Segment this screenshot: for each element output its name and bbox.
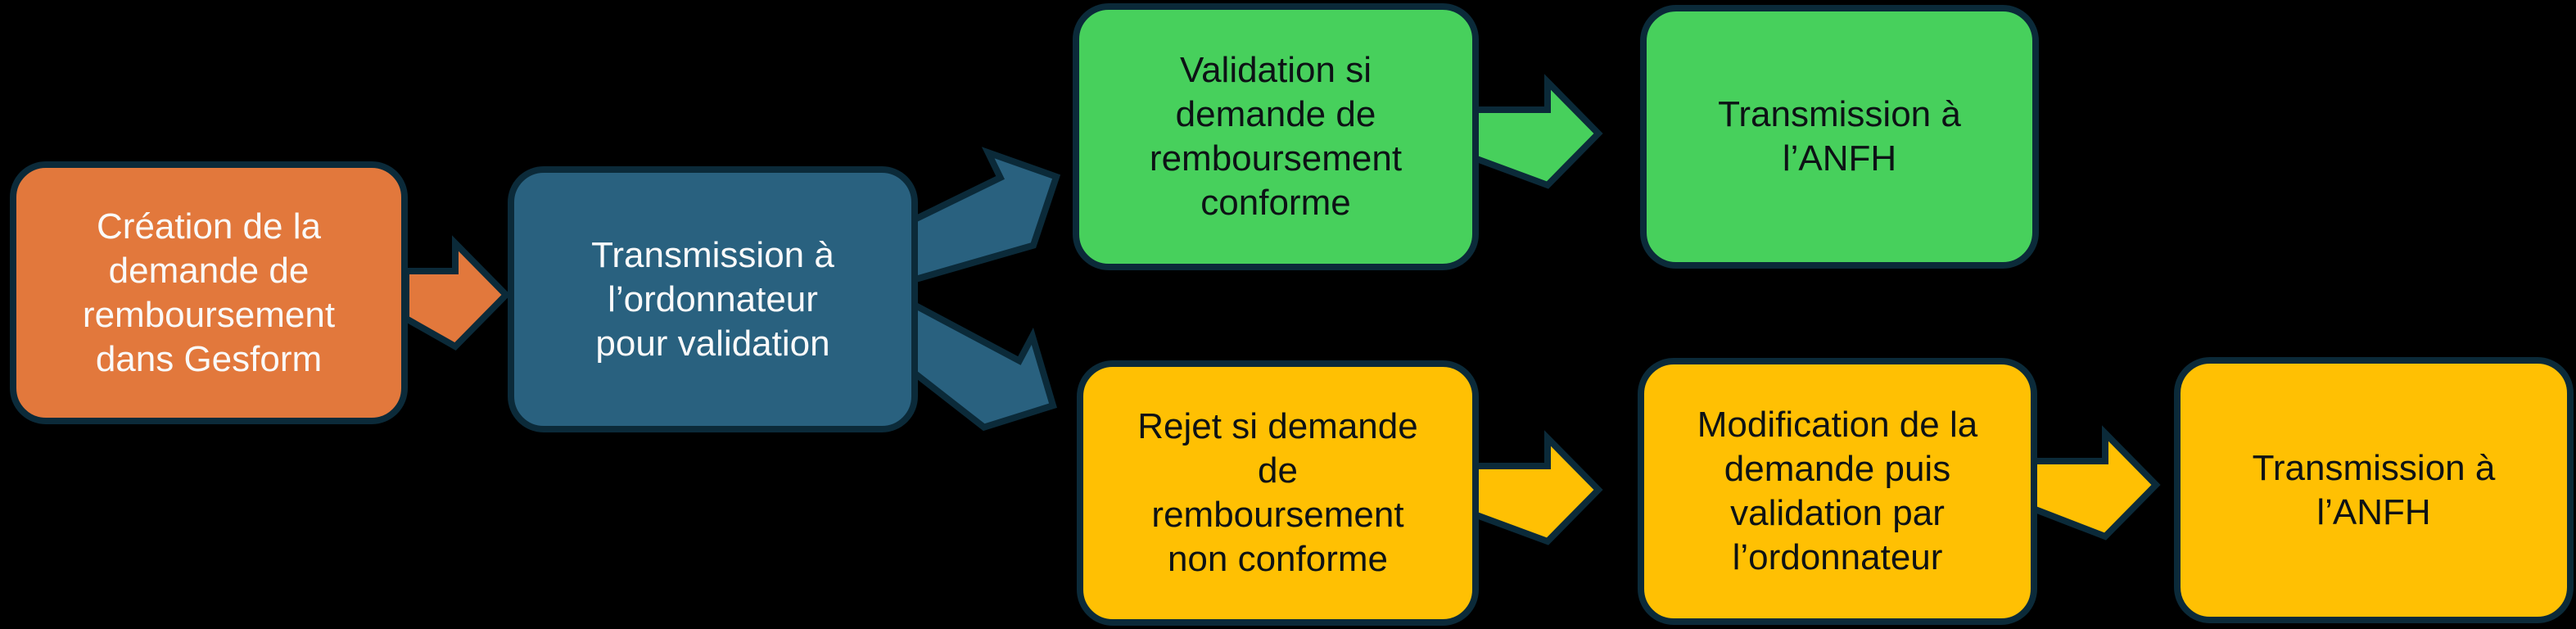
node-transmission-anfh-haut-label: Transmission à l’ANFH [1718, 94, 1961, 179]
node-rejet-non-conforme-label: Rejet si demande de remboursement non co… [1137, 406, 1418, 579]
node-creation-demande-label: Création de la demande de remboursement … [82, 206, 336, 379]
arrow-validation-to-anfh [1469, 74, 1603, 189]
node-validation-conforme: Validation si demande de remboursement c… [1073, 3, 1479, 270]
node-transmission-anfh-bas-label: Transmission à l’ANFH [2252, 447, 2496, 532]
node-transmission-anfh-bas: Transmission à l’ANFH [2174, 357, 2574, 623]
arrow-modification-to-anfh [2030, 425, 2161, 541]
arrow-rejet-to-modification [1469, 430, 1603, 545]
node-validation-conforme-label: Validation si demande de remboursement c… [1149, 50, 1403, 223]
node-modification-demande-label: Modification de la demande puis validati… [1697, 405, 1978, 577]
node-rejet-non-conforme: Rejet si demande de remboursement non co… [1077, 360, 1479, 626]
node-creation-demande: Création de la demande de remboursement … [10, 161, 408, 424]
node-modification-demande: Modification de la demande puis validati… [1638, 358, 2037, 625]
arrow-creation-to-transmission [403, 235, 511, 351]
node-transmission-anfh-haut: Transmission à l’ANFH [1640, 5, 2039, 269]
node-transmission-ordonnateur: Transmission à l’ordonnateur pour valida… [508, 166, 918, 432]
node-transmission-ordonnateur-label: Transmission à l’ordonnateur pour valida… [591, 234, 834, 364]
